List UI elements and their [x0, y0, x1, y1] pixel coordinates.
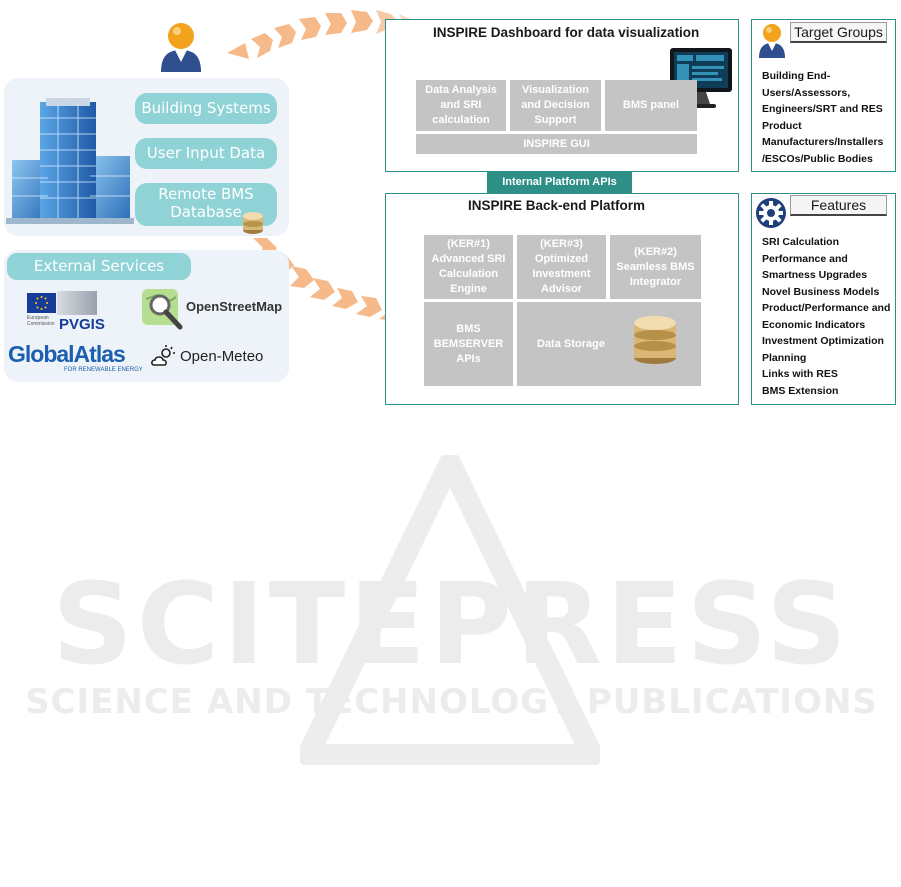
feature-item: Economic Indicators	[762, 318, 866, 331]
pvgis-logo: European Commission PVGIS	[27, 291, 137, 333]
inspire-gui-bar: INSPIRE GUI	[416, 134, 697, 154]
features-title: Features	[790, 195, 887, 216]
pvgis-label: PVGIS	[59, 316, 105, 333]
target-groups-text: Building End- Users/Assessors, Engineers…	[762, 70, 884, 165]
external-services-pill: External Services	[7, 253, 191, 280]
visualization-box: Visualization and Decision Support	[510, 80, 601, 131]
sun-cloud-icon	[151, 345, 175, 366]
feature-item: Planning	[762, 351, 807, 364]
commission-building-icon	[57, 291, 97, 315]
target-user-icon	[759, 24, 785, 58]
features-list: SRI Calculation Performance and Smartnes…	[762, 234, 890, 399]
open-meteo-label: Open-Meteo	[180, 348, 264, 365]
eu-stars-icon	[35, 296, 48, 310]
globalatlas-sub-label: FOR RENEWABLE ENERGY	[64, 367, 143, 373]
features-box	[751, 193, 896, 405]
backend-title: INSPIRE Back-end Platform	[468, 198, 646, 213]
ker1-box: (KER#1) Advanced SRI Calculation Engine	[424, 235, 513, 299]
feature-item: Novel Business Models	[762, 285, 880, 298]
building-image	[6, 98, 134, 224]
feature-item: BMS Extension	[762, 384, 839, 397]
data-analysis-box: Data Analysis and SRI calculation	[416, 80, 506, 131]
openstreetmap-label: OpenStreetMap	[186, 299, 283, 314]
internal-apis-label: Internal Platform APIs	[487, 172, 632, 193]
bms-panel-box: BMS panel	[605, 80, 697, 131]
watermark-sub: SCIENCE AND TECHNOLOGY PUBLICATIONS	[25, 682, 878, 722]
feature-item: Links with RES	[762, 368, 838, 380]
feature-item: SRI Calculation	[762, 236, 840, 248]
database-icon	[634, 316, 676, 364]
ker2-box: (KER#2) Seamless BMS Integrator	[610, 235, 701, 299]
feature-item: Product/Performance and	[762, 302, 891, 314]
feature-item: Performance and	[762, 252, 848, 265]
bms-apis-box: BMS BEMSERVER APIs	[424, 302, 513, 386]
database-icon-small	[243, 212, 263, 234]
dashboard-title: INSPIRE Dashboard for data visualization	[433, 25, 700, 40]
globalatlas-label: GlobalAtlas	[8, 341, 126, 367]
gear-icon	[756, 198, 786, 228]
user-icon	[161, 23, 201, 72]
target-groups-title: Target Groups	[790, 22, 887, 43]
ker3-box: (KER#3) Optimized Investment Advisor	[517, 235, 606, 299]
feature-item: Smartness Upgrades	[762, 269, 868, 281]
user-input-data-pill: User Input Data	[135, 138, 277, 169]
eu-flag-icon	[27, 293, 56, 313]
openstreetmap-icon	[142, 289, 183, 330]
watermark-triangle	[300, 455, 600, 765]
watermark-main: SCITEPRESS	[52, 560, 851, 690]
data-storage-label: Data Storage	[537, 337, 605, 350]
commission-label: European Commission	[27, 315, 55, 327]
feature-item: Investment Optimization	[762, 335, 884, 347]
building-systems-pill: Building Systems	[135, 93, 277, 124]
